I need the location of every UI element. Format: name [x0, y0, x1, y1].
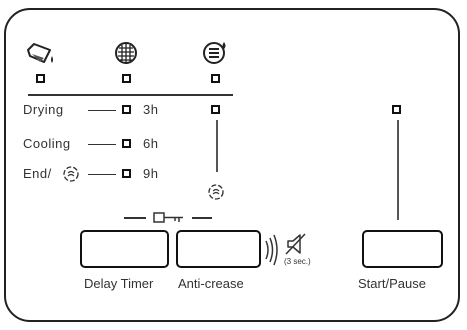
end-indicator — [122, 169, 131, 178]
anti-crease-small-icon — [63, 166, 79, 182]
row-drying-label: Drying — [23, 102, 64, 117]
end-connector — [88, 174, 116, 175]
row-cooling-time: 6h — [143, 136, 159, 151]
key-lock-line-right — [192, 217, 212, 219]
key-lock-line-left — [124, 217, 146, 219]
cooling-indicator — [122, 139, 131, 148]
mute-hint: (3 sec.) — [284, 257, 311, 266]
sound-waves-icon — [265, 234, 278, 266]
row-cooling-label: Cooling — [23, 136, 71, 151]
moisture-sensor-icon — [203, 42, 226, 64]
delay-timer-label: Delay Timer — [84, 276, 154, 291]
anti-crease-icon — [208, 184, 224, 200]
anti-crease-label: Anti-crease — [178, 276, 244, 291]
anti-crease-button[interactable] — [176, 230, 261, 268]
start-pause-indicator — [392, 105, 401, 114]
divider-line — [28, 94, 233, 96]
anti-crease-indicator — [211, 105, 220, 114]
key-lock-icon — [153, 212, 183, 223]
start-pause-line — [397, 120, 399, 220]
cooling-connector — [88, 144, 116, 145]
drying-connector — [88, 110, 116, 111]
delay-timer-button[interactable] — [80, 230, 169, 268]
mute-icon — [285, 233, 306, 255]
sensor-indicator — [211, 74, 220, 83]
row-end-time: 9h — [143, 166, 159, 181]
drying-indicator — [122, 105, 131, 114]
anti-crease-line — [216, 120, 218, 172]
start-pause-button[interactable] — [362, 230, 443, 268]
row-drying-time: 3h — [143, 102, 159, 117]
start-pause-label: Start/Pause — [358, 276, 426, 291]
water-tank-indicator — [36, 74, 45, 83]
control-panel — [4, 8, 460, 322]
filter-icon — [115, 42, 137, 64]
filter-indicator — [122, 74, 131, 83]
water-tank-icon — [27, 43, 53, 63]
row-end-label: End/ — [23, 166, 52, 181]
